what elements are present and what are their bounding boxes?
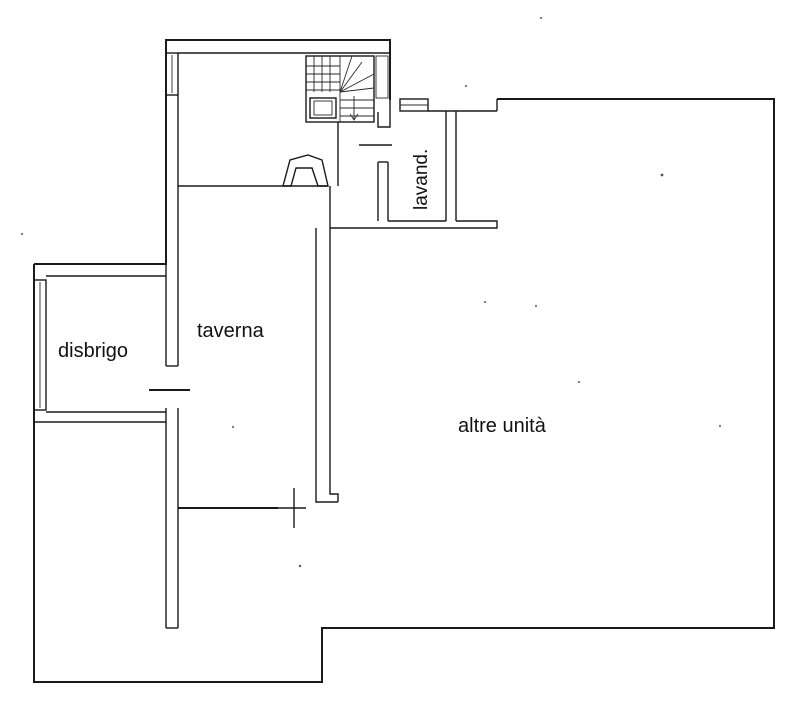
room-label-taverna: taverna [197,320,265,342]
stair-block-walls [165,52,391,187]
staircase [305,55,389,123]
room-label-disbrigo: disbrigo [58,340,128,362]
laundry-walls [329,98,498,229]
disbrigo-walls [33,275,166,423]
outer-boundary [33,39,775,683]
scan-marks [21,17,721,568]
room-label-laundry: lavand. [411,149,432,210]
room-label-other-units: altre unità [458,415,547,437]
taverna-walls [149,186,339,629]
